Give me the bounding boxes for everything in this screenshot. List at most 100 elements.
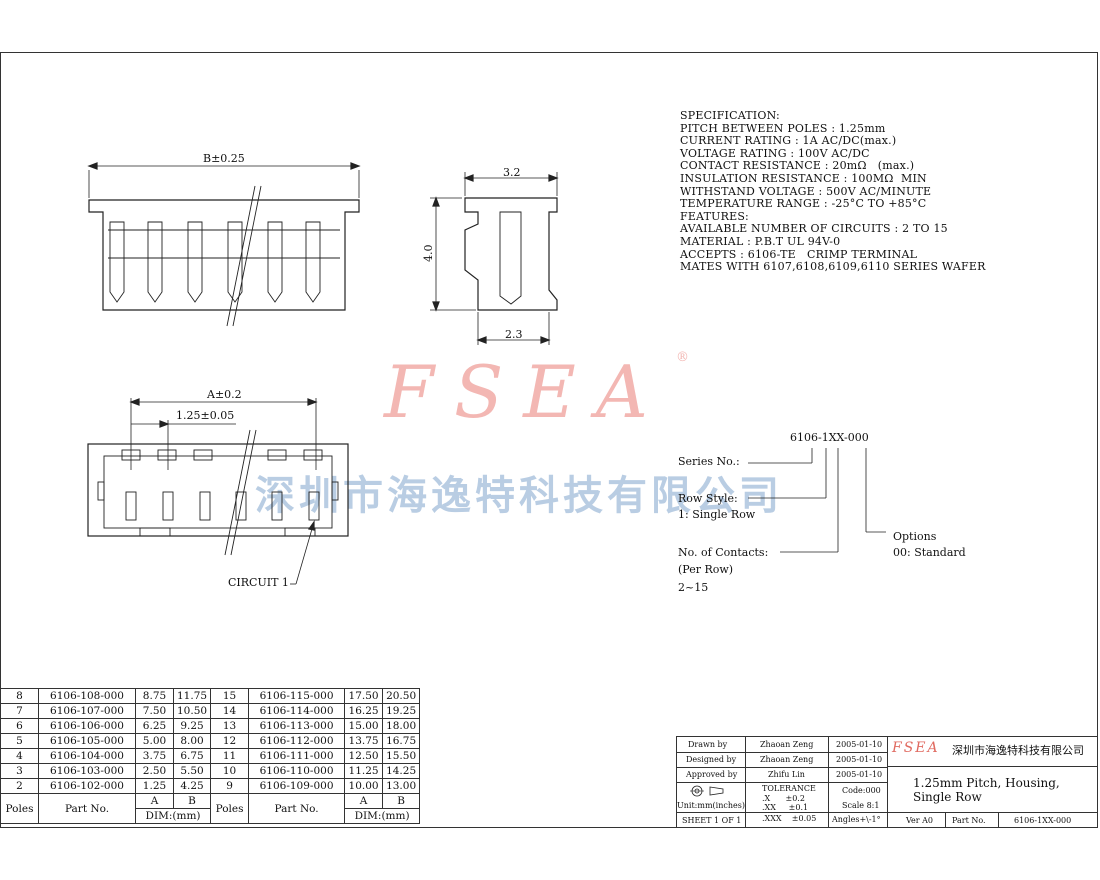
table-cell: 6106-114-000 <box>248 703 346 719</box>
spec-line: CURRENT RATING : 1A AC/DC(max.) <box>680 134 897 148</box>
drawing-title-line2: Single Row <box>913 790 982 804</box>
part-code-leaders <box>748 448 886 553</box>
table-cell: 7 <box>0 703 39 719</box>
spec-line: MATERIAL : P.B.T UL 94V-0 <box>680 234 841 248</box>
table-cell: 10.50 <box>172 703 212 719</box>
header-b: B <box>172 793 212 809</box>
dim-b: B±0.25 <box>203 152 245 165</box>
table-cell: 10 <box>210 763 250 779</box>
table-cell: 11 <box>210 748 250 764</box>
spec-line: AVAILABLE NUMBER OF CIRCUITS : 2 TO 15 <box>680 222 948 236</box>
contacts-range: 2~15 <box>678 581 709 594</box>
header-dim: DIM:(mm) <box>344 808 421 824</box>
specification-block: SPECIFICATION: PITCH BETWEEN POLES : 1.2… <box>680 109 986 274</box>
table-cell: 6106-113-000 <box>248 718 346 734</box>
header-b: B <box>382 793 421 809</box>
drawn-by-label: Drawn by <box>688 740 728 749</box>
tolerance-xx: .XX ±0.1 <box>762 803 809 812</box>
table-cell: 9 <box>210 778 250 794</box>
table-cell: 6106-105-000 <box>38 733 136 749</box>
spec-line: INSULATION RESISTANCE : 100MΩ MIN <box>680 171 927 185</box>
table-cell: 15.00 <box>344 718 384 734</box>
table-cell: 13 <box>210 718 250 734</box>
sheet-border <box>0 52 1098 828</box>
table-cell: 6106-104-000 <box>38 748 136 764</box>
table-cell: 2.50 <box>135 763 174 779</box>
table-cell: 20.50 <box>382 688 421 704</box>
spec-line: WITHSTAND VOLTAGE : 500V AC/MINUTE <box>680 184 932 198</box>
designed-by-value: Zhaoan Zeng <box>760 755 814 764</box>
table-cell: 6106-115-000 <box>248 688 346 704</box>
options-label: Options <box>893 530 937 543</box>
dim-pitch: 1.25±0.05 <box>176 409 235 422</box>
scale: Scale 8:1 <box>842 801 880 810</box>
table-cell: 8.75 <box>135 688 174 704</box>
table-cell: 1.25 <box>135 778 174 794</box>
drawn-by-value: Zhaoan Zeng <box>760 740 814 749</box>
header-dim: DIM:(mm) <box>134 808 212 824</box>
table-cell: 18.00 <box>382 718 421 734</box>
table-cell: 2 <box>0 778 39 794</box>
contacts-label: No. of Contacts: <box>678 546 769 559</box>
watermark-brand: FSEA <box>384 350 668 434</box>
table-cell: 14 <box>210 703 250 719</box>
drawn-date: 2005-01-10 <box>836 740 883 749</box>
table-cell: 6.75 <box>172 748 212 764</box>
table-cell: 6106-112-000 <box>248 733 346 749</box>
part-no-label: Part No. <box>952 816 986 825</box>
table-cell: 14.25 <box>382 763 421 779</box>
table-cell: 12 <box>210 733 250 749</box>
header-part-no: Part No. <box>38 793 136 824</box>
series-label: Series No.: <box>678 455 740 468</box>
side-view <box>430 172 559 345</box>
logo-brand: FSEA <box>892 740 940 756</box>
table-cell: 4.25 <box>172 778 212 794</box>
table-cell: 8.00 <box>172 733 212 749</box>
version: Ver A0 <box>906 816 934 825</box>
drawing-title-line1: 1.25mm Pitch, Housing, <box>913 776 1060 790</box>
table-cell: 8 <box>0 688 39 704</box>
table-cell: 19.25 <box>382 703 421 719</box>
header-poles: Poles <box>210 793 250 824</box>
table-cell: 6106-110-000 <box>248 763 346 779</box>
table-cell: 15 <box>210 688 250 704</box>
table-cell: 6106-103-000 <box>38 763 136 779</box>
designed-date: 2005-01-10 <box>836 755 883 764</box>
top-view <box>87 398 349 585</box>
units: Unit:mm(inches) <box>677 801 745 810</box>
table-cell: 6106-111-000 <box>248 748 346 764</box>
sheet: SHEET 1 OF 1 <box>682 816 742 825</box>
approved-by-value: Zhifu Lin <box>768 770 805 779</box>
table-cell: 16.25 <box>344 703 384 719</box>
table-cell: 4 <box>0 748 39 764</box>
approved-date: 2005-01-10 <box>836 770 883 779</box>
row-style-value: 1: Single Row <box>678 508 756 521</box>
header-part-no: Part No. <box>248 793 346 824</box>
approved-by-label: Approved by <box>686 770 738 779</box>
part-no-value: 6106-1XX-000 <box>1014 816 1072 825</box>
table-cell: 15.50 <box>382 748 421 764</box>
angles: Angles+\-1° <box>832 815 881 824</box>
projection-symbol-icon <box>690 785 724 797</box>
table-cell: 11.25 <box>344 763 384 779</box>
row-style-label: Row Style: <box>678 492 738 505</box>
table-cell: 12.50 <box>344 748 384 764</box>
watermark-company: 深圳市海逸特科技有限公司 <box>255 473 783 519</box>
dim-height-4-0: 4.0 <box>422 244 435 263</box>
table-cell: 16.75 <box>382 733 421 749</box>
table-cell: 5 <box>0 733 39 749</box>
header-a: A <box>135 793 174 809</box>
header-a: A <box>344 793 384 809</box>
contacts-per-row: (Per Row) <box>678 563 734 576</box>
table-cell: 3.75 <box>135 748 174 764</box>
part-code: 6106-1XX-000 <box>790 431 869 444</box>
table-cell: 6.25 <box>135 718 174 734</box>
table-cell: 6106-108-000 <box>38 688 136 704</box>
tolerance-xxx: .XXX ±0.05 <box>762 814 817 823</box>
table-cell: 17.50 <box>344 688 384 704</box>
